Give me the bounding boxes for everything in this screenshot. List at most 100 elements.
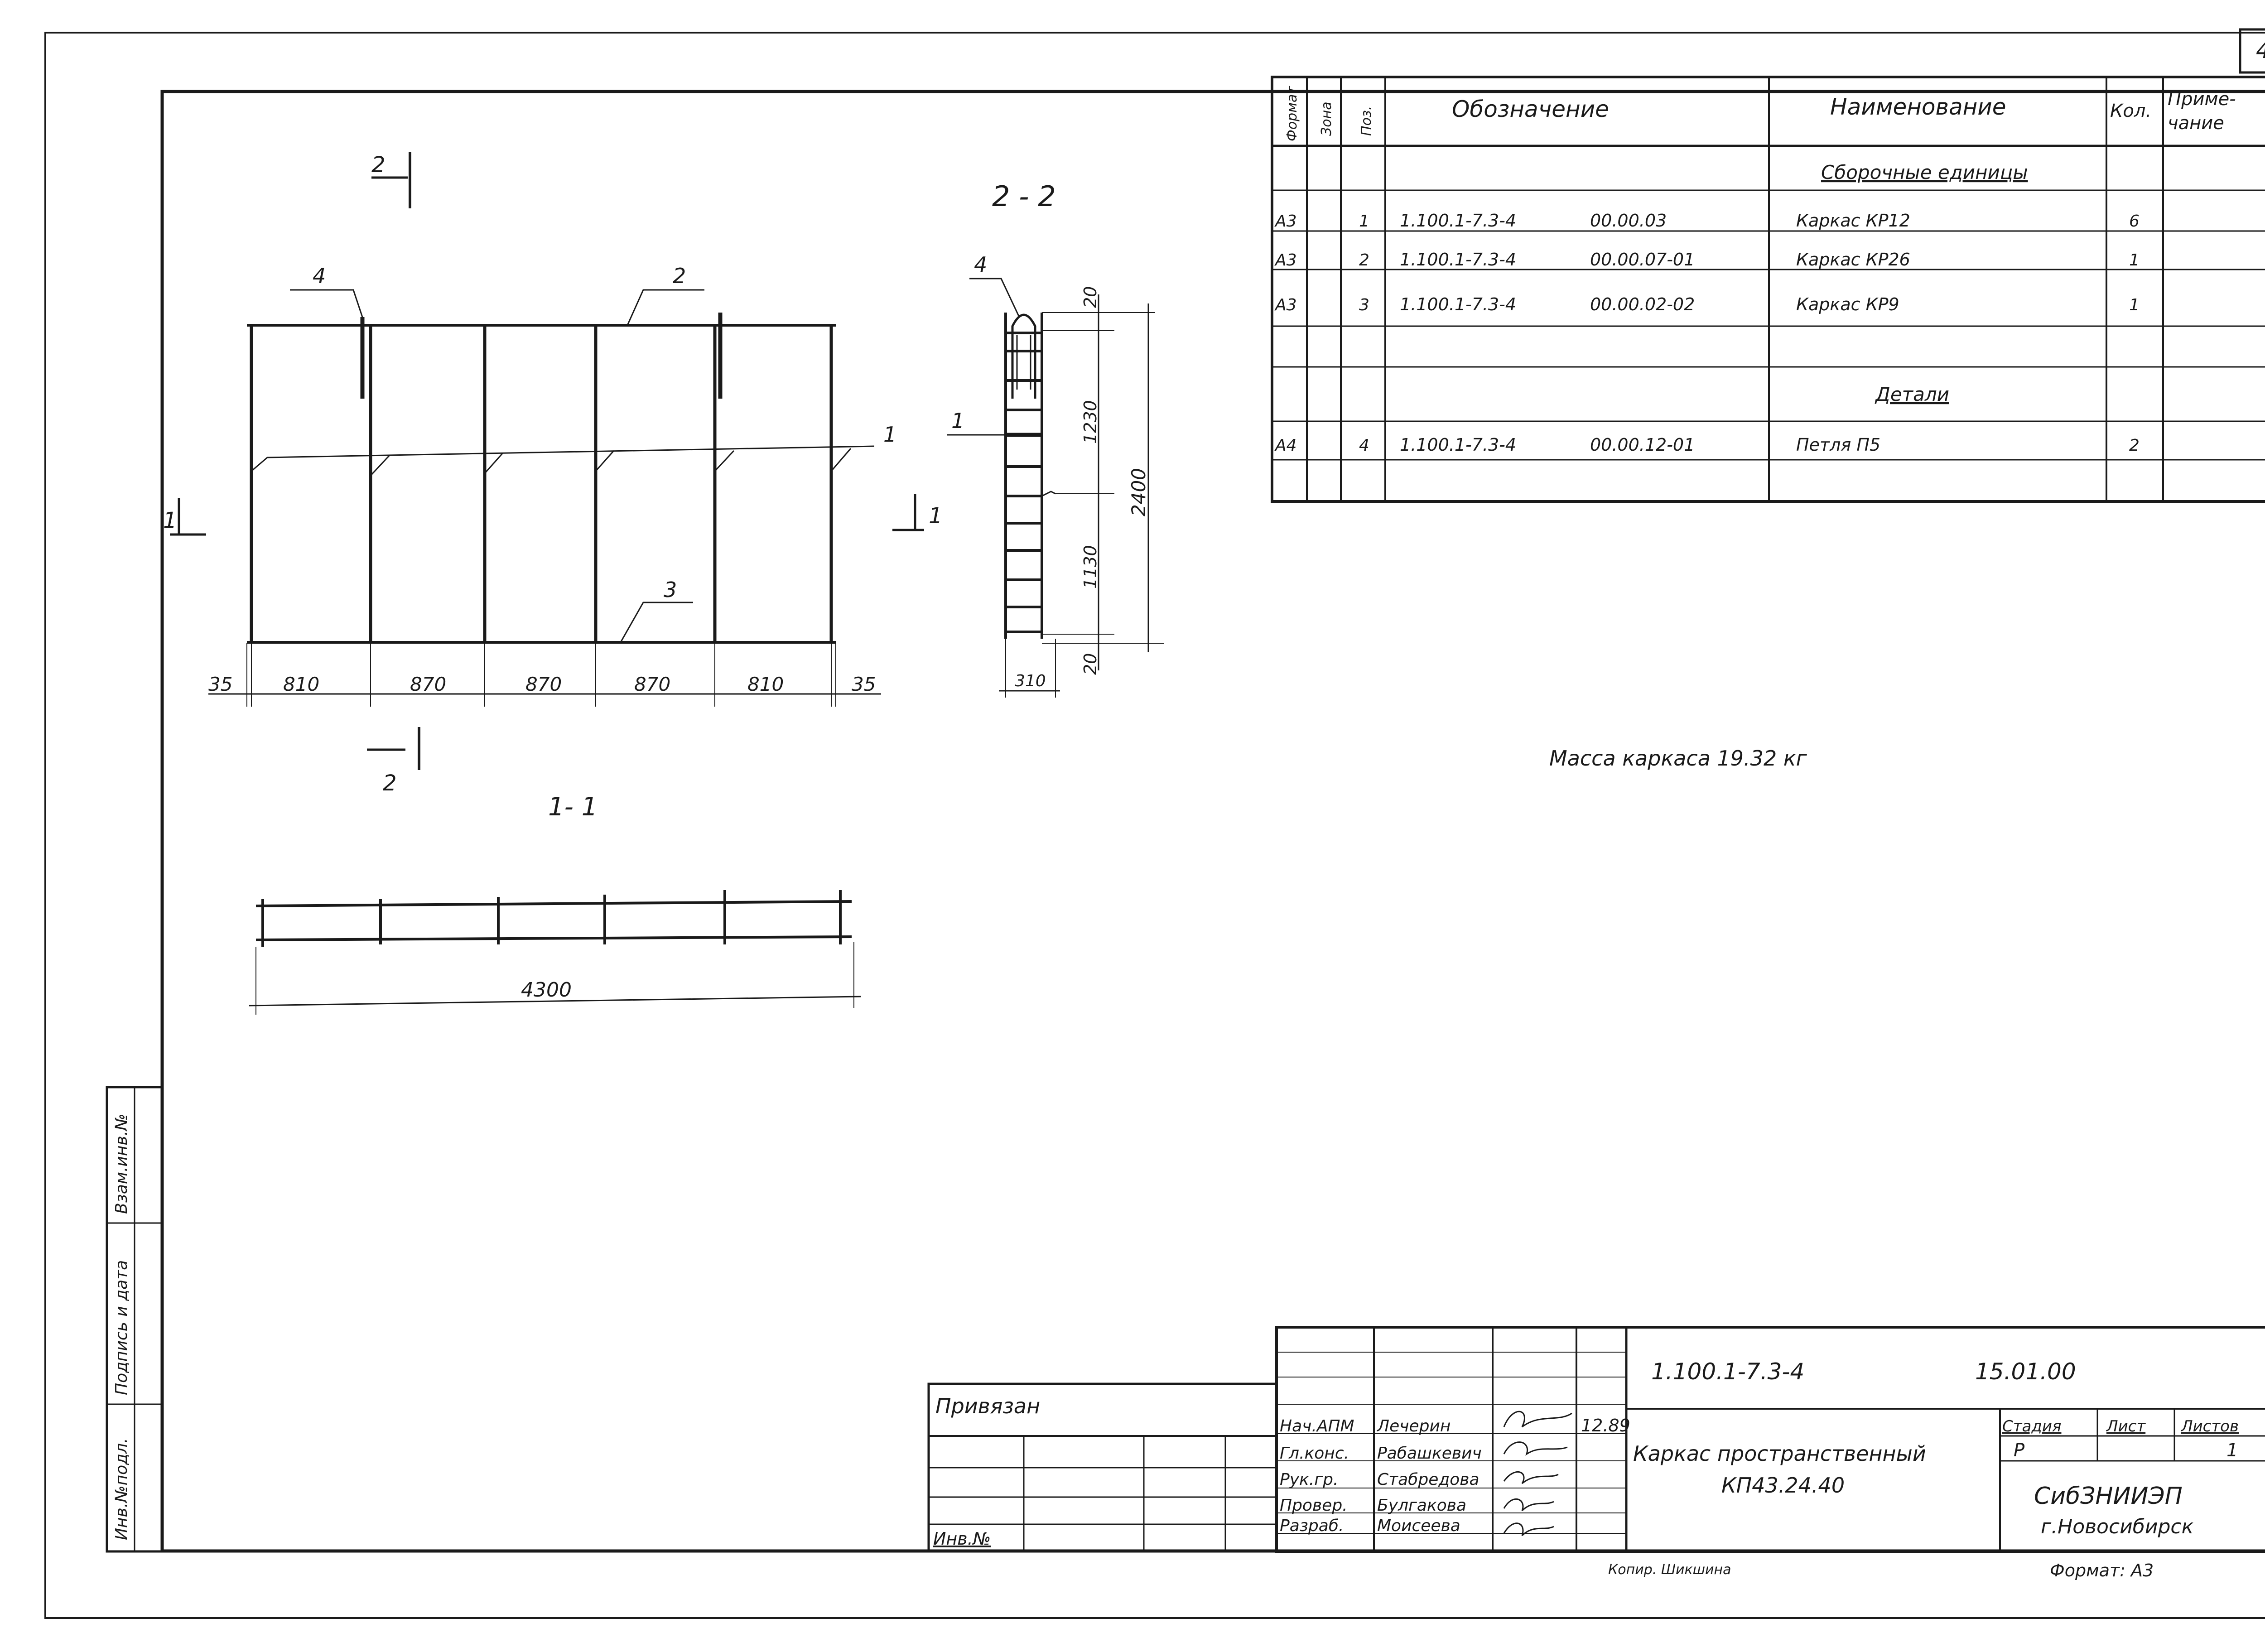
tb-sheets-label: Листов xyxy=(2180,1417,2239,1435)
th-pos: Поз. xyxy=(1359,106,1374,136)
tb-doc-code-suffix: 15.01.00 xyxy=(1975,1358,2076,1385)
front-pos-3: 3 xyxy=(664,578,677,602)
tb-inv: Инв.№ xyxy=(933,1529,991,1549)
svg-text:А3: А3 xyxy=(1274,296,1297,314)
tb-doc-code: 1.100.1-7.3-4 xyxy=(1651,1358,1804,1385)
front-pos-2: 2 xyxy=(673,264,686,288)
tb-role-3: Провер. xyxy=(1280,1496,1348,1515)
tb-stage-label: Стадия xyxy=(2002,1417,2061,1435)
dim-side-top: 20 xyxy=(1080,286,1100,308)
cut-1-left-label: 1 xyxy=(163,508,177,533)
tb-role-0: Нач.АПМ xyxy=(1280,1417,1354,1435)
dim-front-5: 810 xyxy=(747,673,784,695)
table-row: А3 1 1.100.1-7.3-4 00.00.03 Каркас КР12 … xyxy=(1274,211,2140,231)
svg-text:1.100.1-7.3-4: 1.100.1-7.3-4 xyxy=(1400,250,1516,270)
svg-text:00.00.12-01: 00.00.12-01 xyxy=(1590,435,1695,455)
dim-side-bottom: 20 xyxy=(1080,653,1100,675)
inner-border xyxy=(160,90,2265,1553)
table-row: А3 3 1.100.1-7.3-4 00.00.02-02 Каркас КР… xyxy=(1274,294,2140,314)
tb-date: 12.89 xyxy=(1581,1416,1630,1435)
tb-name-2: Стабредова xyxy=(1377,1470,1479,1489)
side-pos-1: 1 xyxy=(951,409,964,433)
svg-text:Петля П5: Петля П5 xyxy=(1796,435,1880,455)
side-replace-inv: Взам.инв.№ xyxy=(112,1113,131,1214)
spec-table: Формат Зона Поз. Обозначение Наименовани… xyxy=(1271,76,2265,503)
tb-role-4: Разраб. xyxy=(1280,1517,1344,1535)
sheet-number: 40 xyxy=(2256,37,2265,63)
side-strip: Инв.№подл. Подпись и дата Взам.инв.№ xyxy=(106,1086,164,1553)
svg-text:1: 1 xyxy=(2129,251,2140,270)
svg-text:1.100.1-7.3-4: 1.100.1-7.3-4 xyxy=(1400,294,1516,314)
tb-bound: Привязан xyxy=(935,1394,1040,1418)
svg-text:2: 2 xyxy=(2129,436,2140,455)
svg-text:Каркас КР12: Каркас КР12 xyxy=(1796,211,1910,231)
tb-name-4: Моисеева xyxy=(1377,1517,1460,1535)
tb-stage-value: Р xyxy=(2014,1440,2025,1461)
th-zone: Зона xyxy=(1319,101,1335,136)
svg-text:А3: А3 xyxy=(1274,251,1297,270)
side-sign-date: Подпись и дата xyxy=(112,1260,131,1395)
th-note-2: чание xyxy=(2168,113,2224,134)
tb-format: Формат: А3 xyxy=(2050,1560,2154,1580)
svg-text:3: 3 xyxy=(1359,296,1369,314)
svg-text:00.00.07-01: 00.00.07-01 xyxy=(1590,250,1695,270)
front-pos-1: 1 xyxy=(883,422,896,447)
section-2-2-title: 2 - 2 xyxy=(992,180,1056,213)
tb-sheet-label: Лист xyxy=(2106,1417,2146,1435)
dim-front-1: 810 xyxy=(283,673,319,695)
title-block: 1.100.1-7.3-4 15.01.00 Каркас пространст… xyxy=(927,1326,2265,1580)
svg-text:6: 6 xyxy=(2129,212,2140,231)
dim-side-total: 2400 xyxy=(1128,468,1150,516)
dim-front-3: 870 xyxy=(525,673,562,695)
side-view: 2 - 2 4 1 20 1230 1130 20 xyxy=(947,180,1164,698)
svg-text:Каркас КР26: Каркас КР26 xyxy=(1796,250,1910,270)
th-designation: Обозначение xyxy=(1452,96,1609,122)
table-row: А3 2 1.100.1-7.3-4 00.00.07-01 Каркас КР… xyxy=(1274,250,2140,270)
th-qty: Кол. xyxy=(2110,101,2151,121)
tb-sheets-value: 1 xyxy=(2226,1440,2238,1461)
tb-title-1: Каркас пространственный xyxy=(1633,1441,1926,1466)
dim-front-6: 35 xyxy=(852,673,876,695)
svg-text:А4: А4 xyxy=(1274,436,1297,455)
section-assembly: Сборочные единицы xyxy=(1821,161,2028,183)
svg-text:Каркас КР9: Каркас КР9 xyxy=(1796,294,1899,314)
tb-name-1: Рабашкевич xyxy=(1377,1444,1482,1463)
tb-name-3: Булгакова xyxy=(1377,1496,1466,1515)
svg-text:2: 2 xyxy=(1359,251,1369,270)
front-pos-4: 4 xyxy=(313,264,326,288)
signature-marks xyxy=(1503,1411,1572,1536)
side-pos-4: 4 xyxy=(974,252,987,277)
dim-front-4: 870 xyxy=(634,673,670,695)
svg-text:1: 1 xyxy=(1359,212,1369,231)
front-view: 4 2 1 3 2 2 1 1 35 810 870 870 870 810 xyxy=(163,152,943,796)
side-inv-orig: Инв.№подл. xyxy=(112,1438,131,1540)
dim-plan: 4300 xyxy=(521,978,572,1002)
svg-text:00.00.02-02: 00.00.02-02 xyxy=(1590,294,1695,314)
sheet-number-box xyxy=(2239,28,2265,74)
tb-name-0: Лечерин xyxy=(1376,1417,1451,1435)
outer-border xyxy=(44,32,2265,1619)
section-1-1-title: 1- 1 xyxy=(548,792,598,822)
tb-role-2: Рук.гр. xyxy=(1280,1470,1338,1489)
svg-text:А3: А3 xyxy=(1274,212,1297,231)
svg-text:00.00.03: 00.00.03 xyxy=(1590,211,1667,231)
dim-side-lower: 1130 xyxy=(1080,545,1100,589)
mass-note: Масса каркаса 19.32 кг xyxy=(1549,746,1807,771)
table-row: А4 4 1.100.1-7.3-4 00.00.12-01 Петля П5 … xyxy=(1274,435,2140,455)
svg-text:1.100.1-7.3-4: 1.100.1-7.3-4 xyxy=(1400,211,1516,231)
section-details: Детали xyxy=(1875,383,1949,405)
th-name: Наименование xyxy=(1830,94,2006,120)
cut-1-right-label: 1 xyxy=(929,503,943,529)
dim-front-2: 870 xyxy=(410,673,446,695)
cut-2-bottom-label: 2 xyxy=(383,771,397,796)
cut-2-top-label: 2 xyxy=(371,152,386,178)
svg-text:1.100.1-7.3-4: 1.100.1-7.3-4 xyxy=(1400,435,1516,455)
tb-title-2: КП43.24.40 xyxy=(1721,1473,1845,1498)
tb-org-1: СибЗНИИЭП xyxy=(2034,1483,2183,1510)
dim-side-upper: 1230 xyxy=(1080,400,1100,444)
tb-role-1: Гл.конс. xyxy=(1280,1444,1349,1463)
svg-text:4: 4 xyxy=(1359,436,1369,455)
tb-org-2: г.Новосибирск xyxy=(2041,1515,2194,1538)
